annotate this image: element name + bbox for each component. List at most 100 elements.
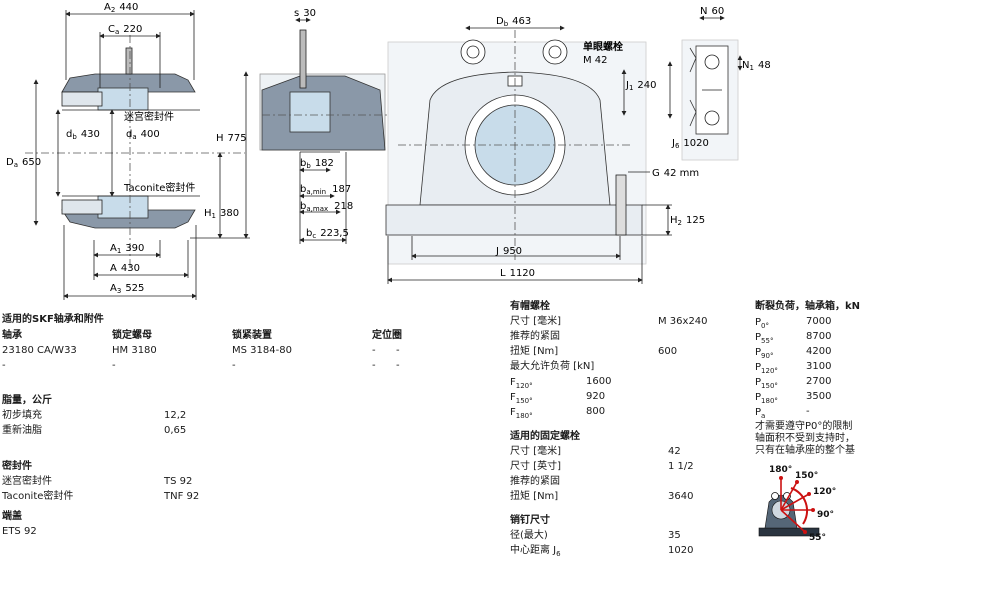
load-P180-value: 3500	[806, 391, 832, 402]
cap-size-value: M 36x240	[658, 316, 708, 327]
cap-size-label: 尺寸 [毫米]	[510, 316, 561, 327]
dim-A2: A	[104, 2, 111, 13]
note-line-1: 才需要遵守P0°的限制	[755, 421, 853, 432]
accessories-title: 适用的SKF轴承和附件	[2, 314, 104, 325]
grease-relube-label: 重新油脂	[2, 425, 42, 436]
cap-load-label: 最大允许负荷 [kN]	[510, 361, 595, 372]
row1-locking-device: MS 3184-80	[232, 345, 292, 356]
svg-text:s30: s30	[294, 8, 316, 19]
grease-initial-label: 初步填充	[2, 410, 42, 421]
label-taconite-seal: Taconite密封件	[123, 181, 195, 194]
load-P0-value: 7000	[806, 316, 832, 327]
grease-title: 脂量，公斤	[2, 395, 52, 406]
fix-bolt-title: 适用的固定螺栓	[510, 431, 580, 442]
row2-locking-device: -	[232, 360, 236, 371]
row1-ring-a: -	[372, 345, 376, 356]
load-P120-label: P120°	[755, 362, 778, 375]
dim-L: L	[500, 268, 506, 279]
endcover-title: 端盖	[2, 511, 22, 522]
dim-J1: J	[625, 80, 629, 91]
front-view-drawing	[385, 25, 672, 284]
eyebolt-left	[771, 492, 779, 500]
dowel-center-value: 1020	[668, 545, 694, 556]
header-locking-device: 锁紧装置	[232, 330, 272, 341]
svg-text:N60: N60	[700, 6, 724, 17]
row1-bearing: 23180 CA/W33	[2, 345, 77, 356]
seal-taconite-label: Taconite密封件	[2, 491, 74, 502]
load-P120-value: 3100	[806, 361, 832, 372]
fix-torque-value: 3640	[668, 491, 694, 502]
seal-taconite-value: TNF 92	[164, 491, 200, 502]
cap-load-F180: F180°	[510, 407, 533, 420]
side-view-drawing	[259, 17, 390, 244]
fix-recommended-label: 推荐的紧固	[510, 476, 560, 487]
grease-relube-value: 0,65	[164, 425, 187, 436]
seals-title: 密封件	[2, 461, 32, 472]
note-line-3: 只有在轴承座的整个基	[755, 445, 855, 456]
load-P90-value: 4200	[806, 346, 832, 357]
header-locating-ring: 定位圈	[372, 330, 402, 341]
dim-Ca: C	[108, 24, 115, 35]
dim-s: s	[294, 8, 299, 19]
header-locknut: 锁定螺母	[112, 330, 152, 341]
dim-bamax: b	[300, 201, 306, 212]
row1-ring-b: -	[396, 345, 400, 356]
base-detail-drawing	[667, 15, 743, 161]
load-P90-label: P90°	[755, 347, 774, 360]
load-P150-label: P150°	[755, 377, 778, 390]
dim-bc: b	[306, 228, 312, 239]
fix-size-in-value: 1 1/2	[668, 461, 694, 472]
dim-G: G	[652, 168, 660, 179]
cap-recommended-label: 推荐的紧固	[510, 331, 560, 342]
dowel-center-label: 中心距离 J6	[510, 545, 561, 558]
load-P0-label: P0°	[755, 317, 769, 330]
dim-Da: D	[6, 157, 14, 168]
load-P55-value: 8700	[806, 331, 832, 342]
dim-H1: H	[204, 208, 212, 219]
row2-bearing: -	[2, 360, 6, 371]
fix-size-mm-label: 尺寸 [毫米]	[510, 446, 561, 457]
endcover-value: ETS 92	[2, 526, 37, 537]
row1-locknut: HM 3180	[112, 345, 157, 356]
angle-150: 150°	[795, 471, 818, 481]
dim-da: d	[126, 129, 132, 140]
dim-bamin: b	[300, 184, 306, 195]
angle-55: 55°	[809, 533, 826, 542]
dim-J: J	[495, 246, 499, 257]
seal-labyrinth-label: 迷宫密封件	[2, 476, 52, 487]
label-eyebolt: 单眼螺栓	[583, 40, 623, 53]
svg-text:G42 mm: G42 mm	[652, 168, 699, 179]
dim-bb: b	[300, 158, 306, 169]
load-P150-value: 2700	[806, 376, 832, 387]
cap-load-F120-value: 1600	[586, 376, 612, 387]
row2-ring-a: -	[372, 360, 376, 371]
load-Pa-value: -	[806, 406, 810, 417]
header-bearing: 轴承	[2, 330, 22, 341]
fix-torque-label: 扭矩 [Nm]	[510, 491, 559, 502]
note-line-2: 轴面积不受到支持时，	[755, 433, 855, 444]
break-load-title: 断裂负荷，轴承箱，kN	[755, 301, 861, 312]
dim-N1: N	[742, 60, 749, 71]
load-Pa-label: Pa	[755, 407, 766, 420]
row2-ring-b: -	[396, 360, 400, 371]
seal-labyrinth-value: TS 92	[164, 476, 193, 487]
cap-bolt-title: 有帽螺栓	[510, 301, 550, 312]
fix-size-mm-value: 42	[668, 446, 681, 457]
dim-H: H	[216, 133, 224, 144]
angle-180: 180°	[769, 465, 792, 475]
